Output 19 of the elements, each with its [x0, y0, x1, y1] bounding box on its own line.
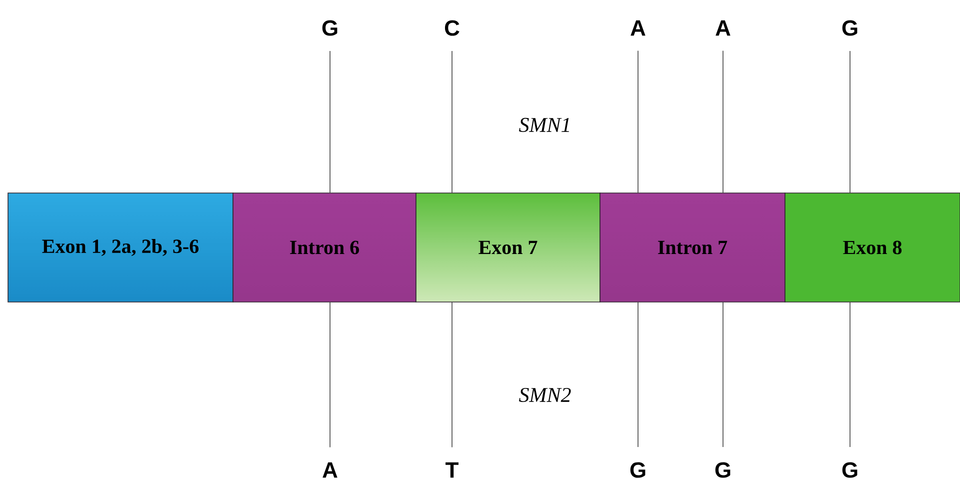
base-letter: A	[322, 462, 338, 478]
base-letter: G	[322, 20, 338, 36]
base-letter: G	[630, 462, 646, 478]
base-letter: A	[630, 20, 646, 36]
base-letter: A	[716, 20, 730, 36]
gene-label: SMN2	[519, 388, 571, 402]
gene-segment: Exon 7	[416, 192, 600, 302]
gene-segment: Exon 8	[784, 192, 960, 302]
gene-segment: Intron 7	[600, 192, 786, 302]
base-letter: G	[715, 462, 730, 478]
base-letter: T	[446, 462, 458, 478]
gene-segment: Intron 6	[232, 192, 416, 302]
base-letter: C	[444, 20, 460, 36]
base-letter: G	[842, 20, 858, 36]
gene-segment: Exon 1, 2a, 2b, 3-6	[8, 192, 234, 302]
leader-line	[722, 50, 724, 193]
leader-line	[722, 302, 724, 448]
base-letter: G	[842, 462, 858, 478]
gene-label: SMN1	[519, 118, 569, 132]
